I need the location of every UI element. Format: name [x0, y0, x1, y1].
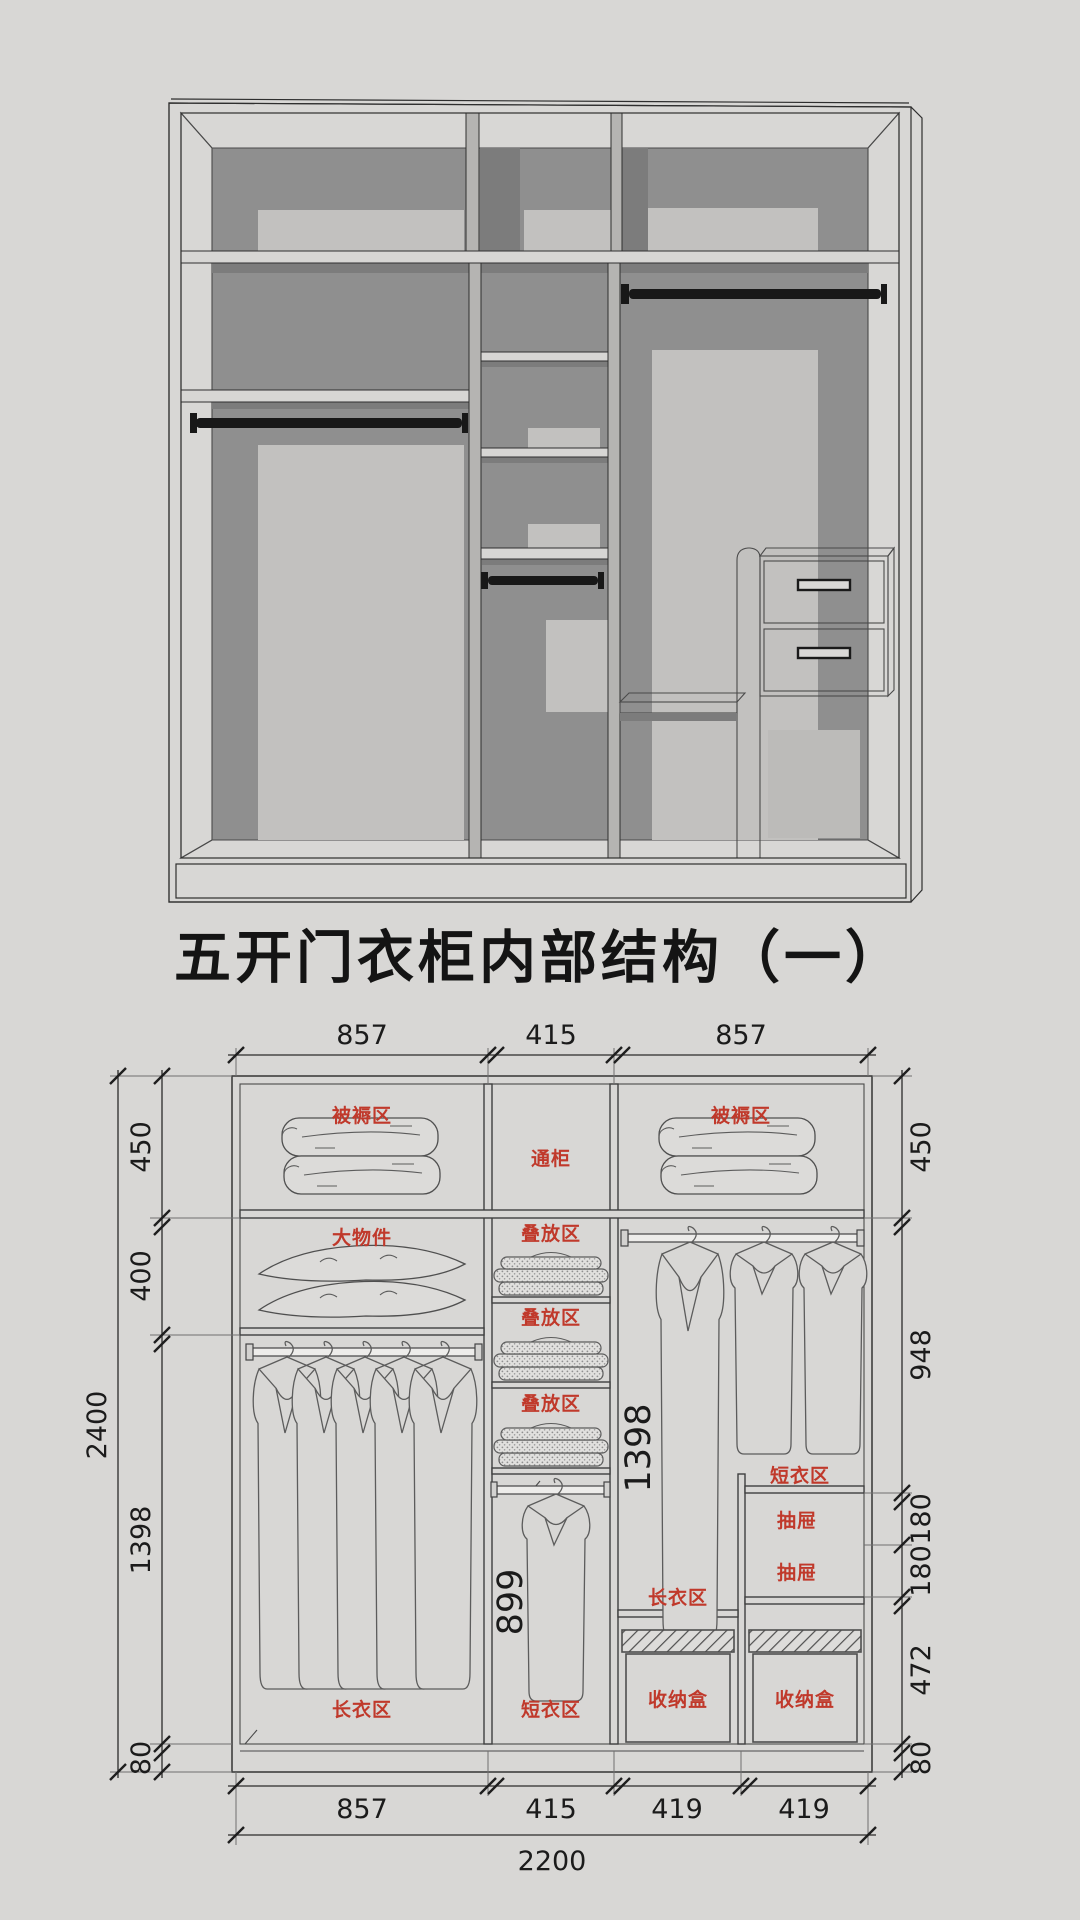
- dim-right-948: 948: [906, 1329, 937, 1381]
- dim-right-80: 80: [906, 1741, 937, 1775]
- right-hanging-rod: [621, 284, 887, 304]
- right-wall-face: [867, 111, 900, 859]
- zone-through-cabinet: 通柜: [531, 1148, 571, 1170]
- left-wall-face: [180, 111, 213, 859]
- dim-inner-1398: 1398: [619, 1403, 659, 1492]
- page-title: 五开门衣柜内部结构（一）: [174, 925, 906, 991]
- hanging-coats-left: [253, 1340, 477, 1689]
- cabinet-front-frame: [168, 102, 912, 903]
- drawer-unit: [758, 546, 896, 698]
- top-divider-left: [465, 112, 480, 252]
- zone-short-clothes-right: 短衣区: [770, 1464, 830, 1487]
- zone-stack-3: 叠放区: [521, 1392, 581, 1415]
- pillows: [258, 1244, 466, 1318]
- dim-bottom-415: 415: [525, 1794, 577, 1825]
- plinth: [175, 863, 907, 899]
- rod-right: [620, 1229, 865, 1247]
- dim-bottom-857: 857: [336, 1794, 388, 1825]
- wardrobe-3d-render: [168, 98, 923, 903]
- zone-bedding-right: 被褥区: [711, 1104, 771, 1127]
- floor-face: [178, 839, 902, 859]
- dim-left-400: 400: [126, 1250, 157, 1302]
- extension-lines: [110, 1048, 912, 1845]
- zone-stack-1: 叠放区: [521, 1222, 581, 1245]
- rod-left: [245, 1343, 483, 1361]
- dim-top-857b: 857: [715, 1020, 767, 1051]
- zone-long-clothes-left: 长衣区: [332, 1698, 392, 1721]
- dim-overall-width: 2200: [518, 1846, 587, 1877]
- dimension-lines: [108, 1045, 912, 1845]
- shadows: [212, 148, 868, 565]
- drawer-handle-2: [796, 646, 852, 660]
- backwall-highlights: [258, 208, 860, 840]
- wardrobe-structure-diagram: 被褥区 通柜 被褥区 大物件 叠放区 叠放区 叠放区 短衣区 抽屉 抽屉 长衣区…: [82, 1020, 937, 1877]
- dim-left-450: 450: [126, 1121, 157, 1173]
- zone-drawer-2: 抽屉: [777, 1561, 817, 1584]
- zone-storage-box-2: 收纳盒: [775, 1688, 835, 1711]
- rod-middle: [490, 1481, 611, 1498]
- cabinet-outline: [231, 1075, 873, 1773]
- zone-large-items: 大物件: [332, 1226, 392, 1249]
- drawer-front-1: [763, 560, 885, 624]
- hanging-coat-middle: [520, 1477, 592, 1703]
- left-hanging-rod: [190, 413, 468, 433]
- zone-stack-2: 叠放区: [521, 1306, 581, 1329]
- dimension-texts: 857 415 857 857 415 419 419 2200 450 400…: [82, 1020, 937, 1877]
- mid-divider-left: [468, 262, 482, 859]
- hanging-coats-right: [656, 1225, 869, 1639]
- dim-top-415: 415: [525, 1020, 577, 1051]
- dim-top-857a: 857: [336, 1020, 388, 1051]
- zone-long-clothes-right: 长衣区: [648, 1586, 708, 1609]
- zone-storage-box-1: 收纳盒: [648, 1688, 708, 1711]
- middle-shelf-1: [480, 351, 609, 362]
- zone-drawer-1: 抽屉: [777, 1509, 817, 1532]
- ceiling-face: [179, 112, 901, 149]
- folded-stacks: [493, 1251, 609, 1467]
- full-width-shelf: [180, 250, 900, 264]
- dim-bottom-419a: 419: [651, 1794, 703, 1825]
- dim-left-1398: 1398: [126, 1506, 157, 1575]
- middle-hanging-rod: [481, 572, 604, 589]
- drawer-front-2: [763, 628, 885, 692]
- dim-inner-899: 899: [491, 1569, 531, 1636]
- dim-left-80: 80: [126, 1741, 157, 1775]
- drawer-handle-1: [796, 578, 852, 592]
- dim-right-180a: 180: [906, 1493, 937, 1545]
- dim-right-450: 450: [906, 1121, 937, 1173]
- mid-divider-right: [607, 262, 621, 859]
- dim-bottom-419b: 419: [778, 1794, 830, 1825]
- middle-shelf-2: [480, 447, 609, 458]
- internal-panels: [239, 1083, 865, 1745]
- small-shelf: [618, 692, 747, 721]
- dim-overall-height: 2400: [82, 1391, 113, 1460]
- top-divider-right: [610, 112, 623, 252]
- zone-bedding-left: 被褥区: [332, 1104, 392, 1127]
- dim-right-472: 472: [906, 1644, 937, 1696]
- left-shelf: [180, 389, 470, 403]
- zone-labels: 被褥区 通柜 被褥区 大物件 叠放区 叠放区 叠放区 短衣区 抽屉 抽屉 长衣区…: [332, 1104, 835, 1721]
- middle-shelf-3: [480, 547, 609, 560]
- dim-right-180b: 180: [906, 1545, 937, 1597]
- zone-short-clothes-mid: 短衣区: [521, 1698, 581, 1721]
